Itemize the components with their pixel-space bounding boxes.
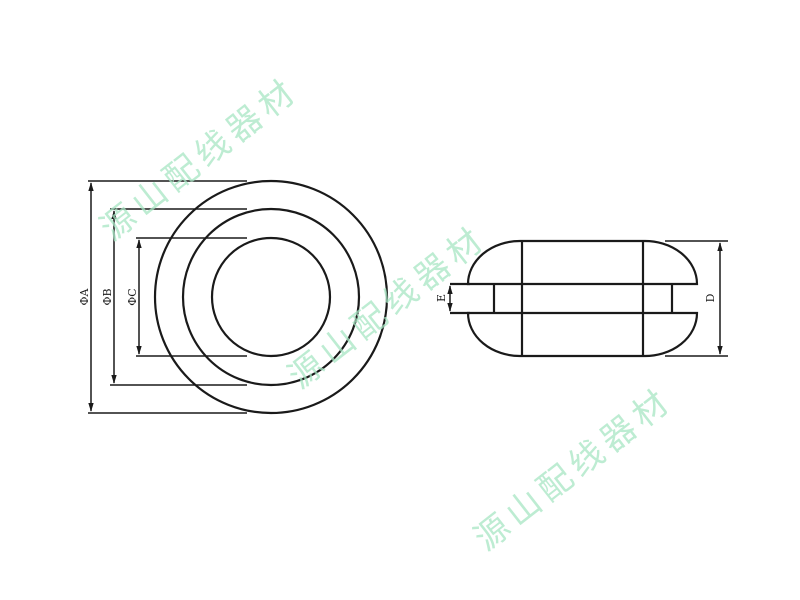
watermark-3: 源山配线器材 <box>467 380 681 559</box>
watermark-2: 源山配线器材 <box>281 218 495 397</box>
extension-lines <box>88 180 247 414</box>
middle-circle-B <box>181 207 361 387</box>
dim-label-A: ΦA <box>78 287 91 305</box>
dim-label-E: E <box>435 294 448 302</box>
dim-label-C: ΦC <box>126 288 139 305</box>
side-view: D E <box>435 239 728 358</box>
dimension-D: D <box>665 240 728 357</box>
outer-circle-A <box>153 179 389 415</box>
bottom-flange <box>466 311 699 358</box>
dimension-E: E <box>435 285 453 312</box>
watermark-1: 源山配线器材 <box>93 70 307 249</box>
watermarks: 源山配线器材 源山配线器材 源山配线器材 <box>93 70 681 559</box>
dimension-A: ΦA <box>78 182 94 412</box>
inner-circle-C <box>210 236 332 358</box>
front-view: ΦA ΦB ΦC <box>78 179 389 415</box>
dimension-B: ΦB <box>101 210 117 384</box>
dim-label-B: ΦB <box>101 288 114 305</box>
groove <box>450 282 674 315</box>
top-flange <box>466 239 699 286</box>
dimension-C: ΦC <box>126 239 142 355</box>
dim-label-D: D <box>704 293 717 302</box>
